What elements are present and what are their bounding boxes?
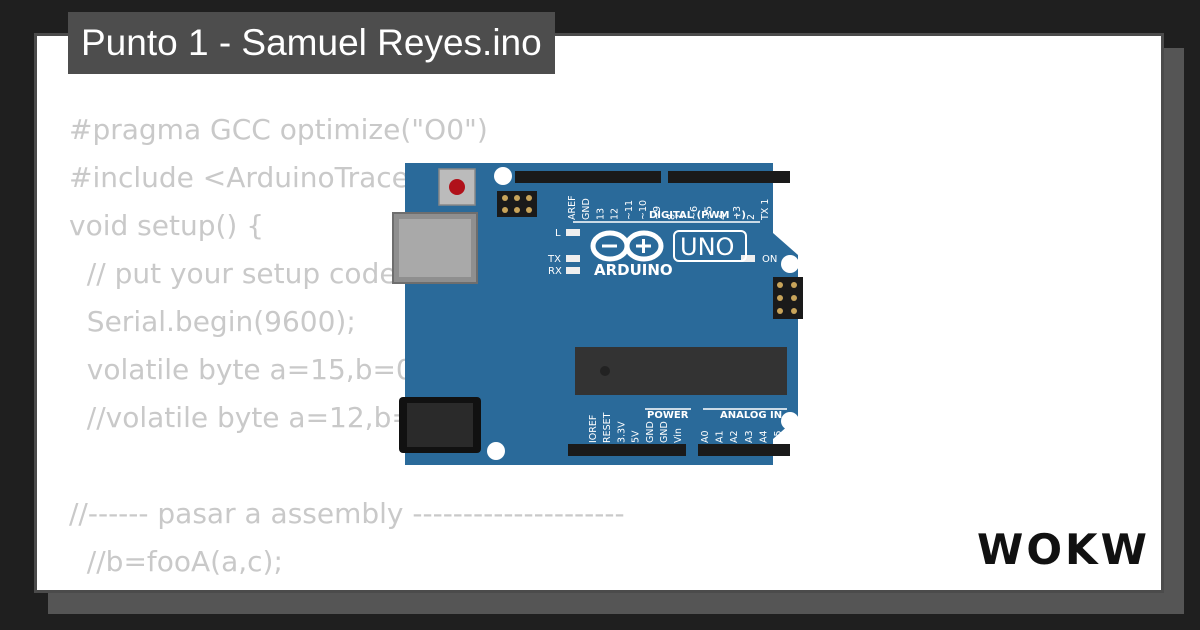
wokwi-logo-text: WOKWI [977, 525, 1152, 574]
code-listing: #pragma GCC optimize("O0") #include <Ard… [69, 106, 656, 586]
pin-label: 8 [666, 214, 677, 220]
pin-label: AREF [567, 195, 578, 220]
pin-label: A5 [773, 430, 784, 443]
pin-label: Vin [673, 428, 684, 443]
code-line: //b=fooA(a,c); [69, 545, 283, 578]
pin-label: 4 [718, 214, 729, 220]
led-tx-label: TX [547, 254, 561, 265]
pin-label: ~10 [638, 200, 649, 220]
board-model: UNO [680, 233, 734, 261]
pin-label: GND [581, 198, 592, 220]
pin-label: A2 [729, 430, 740, 443]
pin-label: IOREF [588, 415, 599, 443]
arduino-uno-board: DIGITAL (PWM ~) ARDUINO UNO L TX RX ON P… [392, 163, 803, 465]
pin-label: 13 [595, 208, 606, 220]
pin-label: A3 [744, 430, 755, 443]
pin-label: GND [659, 421, 670, 443]
pin-label: 7 [675, 214, 686, 220]
board-brand: ARDUINO [594, 261, 673, 279]
pin-label: A1 [715, 430, 726, 443]
code-line: //------ pasar a assembly --------------… [69, 497, 625, 530]
pin-label: RX 0 [774, 198, 785, 220]
pin-label: A4 [758, 430, 769, 443]
pin-label: A0 [700, 430, 711, 443]
pin-label: 5V [631, 430, 642, 443]
pin-label: 3.3V [616, 421, 627, 443]
digital-header-label: DIGITAL (PWM ~) [649, 210, 746, 221]
pin-label: ~3 [732, 206, 743, 220]
led-on-label: ON [762, 254, 777, 265]
code-line: #pragma GCC optimize("O0") [69, 113, 488, 146]
pin-label: ~11 [624, 200, 635, 220]
project-title: Punto 1 - Samuel Reyes.ino [68, 12, 555, 74]
wokwi-logo: WOKWI [977, 525, 1152, 574]
analog-label: ANALOG IN [720, 410, 782, 421]
pin-label: ~6 [689, 206, 700, 220]
code-line: Serial.begin(9600); [69, 305, 356, 338]
led-rx-label: RX [548, 266, 562, 277]
pin-label: 12 [610, 208, 621, 220]
power-label: POWER [647, 410, 689, 421]
led-l-label: L [555, 228, 561, 239]
code-line: void setup() { [69, 209, 265, 242]
pin-label: ~5 [703, 206, 714, 220]
pin-label: 2 [746, 214, 757, 220]
code-line: volatile byte a=15,b=0,c=0; [69, 353, 489, 386]
pin-label: RESET [602, 412, 613, 443]
pin-label: TX 1 [760, 199, 771, 221]
pin-label: GND [645, 421, 656, 443]
pin-label: ~9 [652, 206, 663, 220]
